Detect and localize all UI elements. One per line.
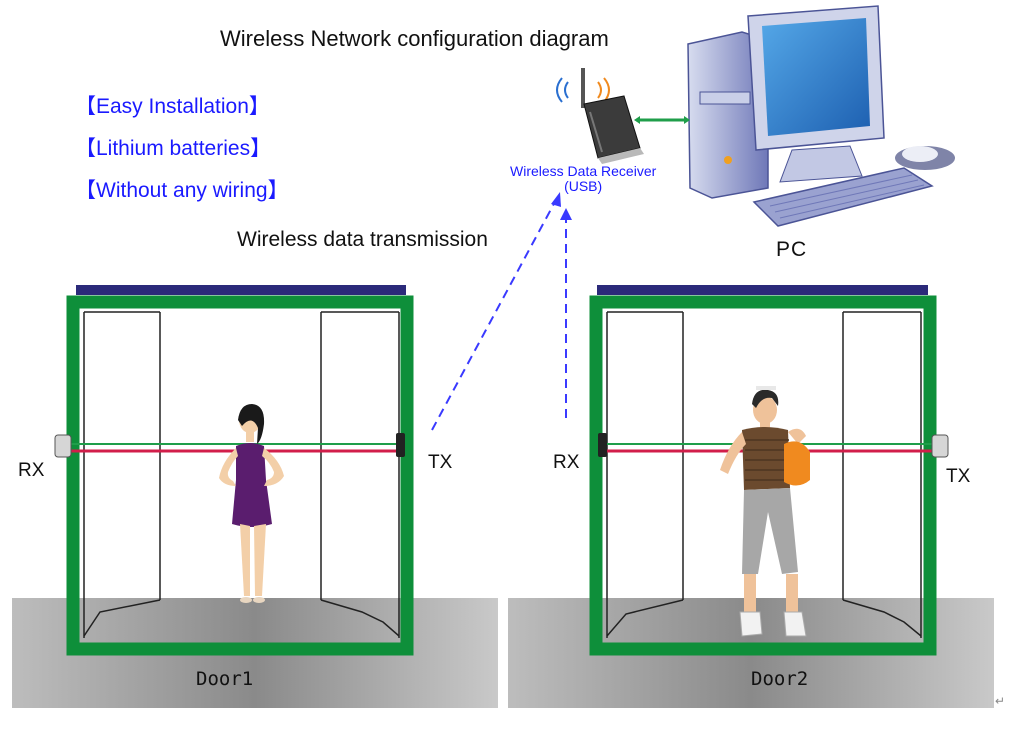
door1-frame xyxy=(66,295,414,656)
receiver-label: Wireless Data Receiver (USB) xyxy=(510,164,656,194)
feature-lithium-batteries: 【Lithium batteries】 xyxy=(75,137,272,160)
door1-rx-label: RX xyxy=(18,460,45,481)
signal-lines xyxy=(431,199,567,431)
door2-rx-sensor xyxy=(598,433,607,457)
door2 xyxy=(589,285,949,656)
wireless-receiver xyxy=(556,68,644,164)
door1-label: Door1 xyxy=(196,668,254,690)
diagram-title: Wireless Network configuration diagram xyxy=(220,26,609,51)
door2-right-leaf xyxy=(842,311,922,638)
door2-label: Door2 xyxy=(751,668,809,690)
transmission-label: Wireless data transmission xyxy=(237,228,488,251)
door1-right-leaf xyxy=(320,311,400,638)
door2-rx-label: RX xyxy=(553,452,580,473)
receiver-label-line2: (USB) xyxy=(564,178,603,194)
pc-label: PC xyxy=(776,238,808,261)
receiver-label-line1: Wireless Data Receiver xyxy=(510,163,657,179)
pc-computer xyxy=(687,5,955,227)
door2-frame xyxy=(589,295,937,656)
door1-tx-label: TX xyxy=(428,452,453,473)
door1-lintel xyxy=(76,285,406,295)
return-mark: ↵ xyxy=(995,694,1006,708)
door2-left-leaf xyxy=(606,311,684,638)
feature-without-wiring: 【Without any wiring】 xyxy=(75,179,289,202)
door2-tx-sensor xyxy=(931,434,949,458)
door1 xyxy=(54,285,414,656)
signal-arrow-1 xyxy=(551,192,561,207)
man-figure xyxy=(720,386,810,637)
door1-rx-sensor xyxy=(54,434,72,458)
pc-screen xyxy=(762,18,870,136)
door2-lintel xyxy=(597,285,928,295)
door1-left-leaf xyxy=(83,311,161,638)
door1-tx-sensor xyxy=(396,433,405,457)
pc-tower xyxy=(687,31,769,199)
woman-figure xyxy=(219,404,284,603)
feature-easy-installation: 【Easy Installation】 xyxy=(75,95,270,118)
signal-arrow-2 xyxy=(560,208,572,220)
signal-door1 xyxy=(431,199,557,431)
door2-tx-label: TX xyxy=(946,466,971,487)
